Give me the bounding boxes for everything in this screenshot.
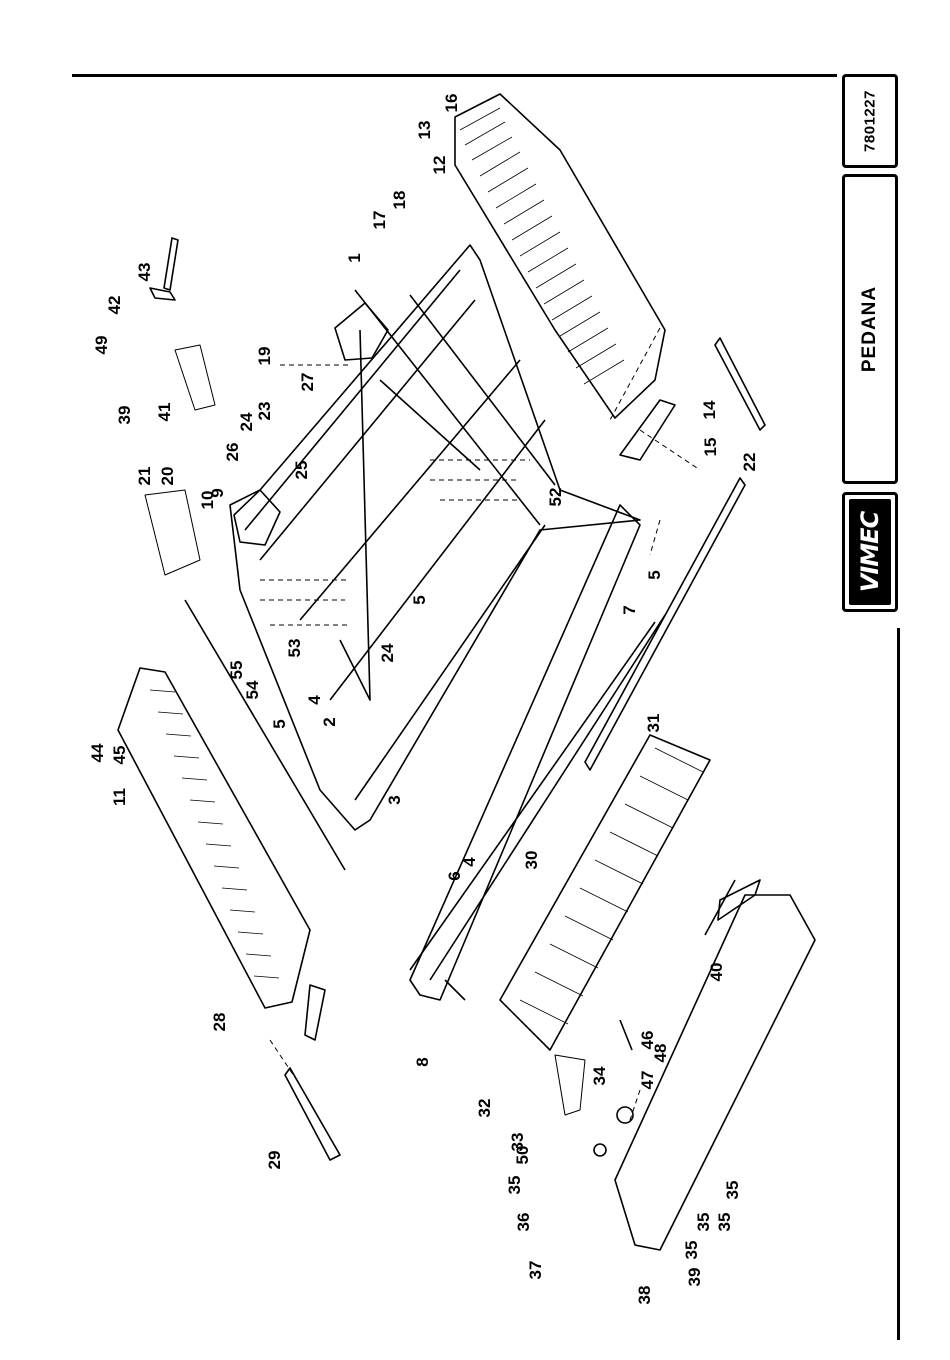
part-label-16: 16 (442, 94, 461, 113)
part-label-44: 44 (88, 743, 107, 762)
part-label-39: 39 (115, 406, 134, 425)
part-label-30: 30 (522, 851, 541, 870)
part-label-42: 42 (105, 296, 124, 315)
document-number: 7801227 (862, 90, 879, 152)
part-label-6: 6 (445, 871, 464, 880)
main-frame (230, 245, 640, 830)
part-label-23: 23 (255, 402, 274, 421)
part-label-28: 28 (210, 1013, 229, 1032)
part-label-8: 8 (413, 1057, 432, 1066)
part-label-3: 3 (385, 795, 404, 804)
part-label-20: 20 (158, 467, 177, 486)
part-label-10: 10 (198, 491, 217, 510)
part-label-18: 18 (390, 191, 409, 210)
part-label-5: 5 (410, 595, 429, 604)
part-label-5: 5 (270, 719, 289, 728)
part-label-17: 17 (370, 211, 389, 230)
part-label-37: 37 (526, 1261, 545, 1280)
part-label-22: 22 (740, 453, 759, 472)
part-label-35: 35 (694, 1213, 713, 1232)
part-label-50: 50 (513, 1146, 532, 1165)
part-label-2: 2 (320, 717, 339, 726)
part-label-39: 39 (685, 1268, 704, 1287)
part-label-49: 49 (92, 336, 111, 355)
part-label-11: 11 (110, 788, 129, 806)
vimec-logo: VIMEC (849, 499, 891, 605)
part-label-35: 35 (505, 1176, 524, 1195)
part-label-45: 45 (110, 746, 129, 765)
part-label-5: 5 (645, 570, 664, 579)
part-label-29: 29 (265, 1151, 284, 1170)
logo-text: VIMEC (856, 512, 884, 592)
part-label-38: 38 (635, 1286, 654, 1305)
part-label-4: 4 (460, 857, 479, 867)
part-label-55: 55 (227, 661, 246, 680)
part-label-12: 12 (430, 156, 449, 175)
logo-box: VIMEC (842, 492, 898, 612)
ramp-left (118, 668, 310, 1008)
ramp-right (455, 94, 665, 418)
part-label-21: 21 (135, 467, 154, 486)
part-label-34: 34 (590, 1066, 609, 1085)
part-label-4: 4 (305, 695, 324, 705)
part-label-47: 47 (638, 1071, 657, 1090)
part-label-36: 36 (514, 1213, 533, 1232)
part-label-52: 52 (546, 488, 565, 507)
margin-rule (897, 628, 900, 1340)
base-platform (410, 338, 765, 1000)
assembly-title: PEDANA (859, 286, 881, 372)
part-label-48: 48 (651, 1044, 670, 1063)
part-label-31: 31 (644, 714, 663, 733)
part-label-27: 27 (298, 373, 317, 392)
part-label-24: 24 (237, 412, 256, 431)
callout-labels: 1234455567891011121314151617181920212223… (88, 94, 759, 1305)
part-label-32: 32 (475, 1099, 494, 1118)
part-label-14: 14 (700, 400, 719, 419)
part-label-7: 7 (620, 605, 639, 614)
part-label-35: 35 (682, 1241, 701, 1260)
part-label-35: 35 (723, 1181, 742, 1200)
part-label-41: 41 (155, 403, 174, 422)
part-label-15: 15 (701, 438, 720, 457)
document-number-box: 7801227 (842, 74, 898, 168)
part-label-1: 1 (345, 253, 364, 262)
part-label-19: 19 (255, 347, 274, 366)
part-label-25: 25 (292, 461, 311, 480)
hinge-parts (150, 238, 760, 1156)
part-label-35: 35 (715, 1213, 734, 1232)
perforated-plates (145, 345, 585, 1115)
exploded-view-drawing: 1234455567891011121314151617181920212223… (0, 0, 840, 1360)
part-label-54: 54 (243, 680, 262, 699)
assembly-title-box: PEDANA (842, 174, 898, 484)
part-label-13: 13 (415, 121, 434, 140)
part-label-40: 40 (707, 963, 726, 982)
part-label-53: 53 (285, 639, 304, 658)
part-label-43: 43 (135, 263, 154, 282)
part-label-24: 24 (378, 643, 397, 662)
part-label-26: 26 (223, 443, 242, 462)
